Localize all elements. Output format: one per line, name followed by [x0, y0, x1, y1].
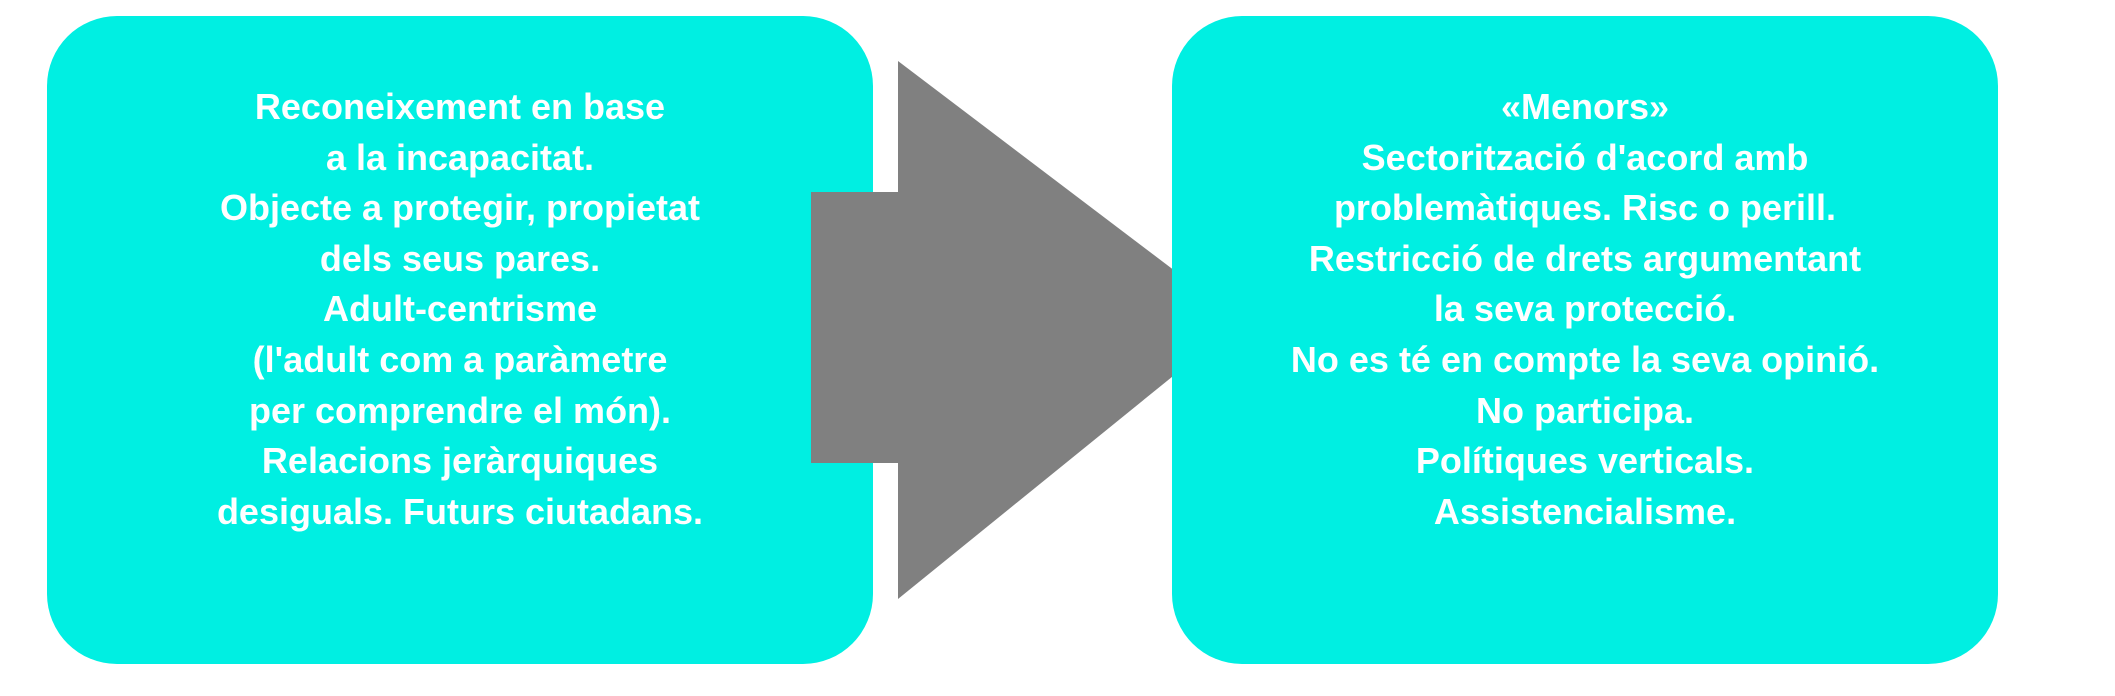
text-line: Assistencialisme.	[1433, 490, 1737, 532]
text-line: «Menors»	[1500, 86, 1670, 127]
text-line: desiguals. Futurs ciutadans.	[216, 490, 704, 532]
right-box-text: «Menors» Sectorització d'acord amb probl…	[1172, 82, 1998, 537]
text-line: No participa.	[1475, 389, 1695, 431]
text-line: Polítiques verticals.	[1415, 440, 1755, 482]
text-line: la seva protecció.	[1433, 288, 1737, 330]
text-line: Sectorització d'acord amb	[1361, 136, 1809, 178]
text-line: Adult-centrisme	[322, 288, 598, 330]
text-line: Objecte a protegir, propietat	[219, 187, 701, 229]
text-line: problemàtiques. Risc o perill.	[1333, 187, 1837, 229]
text-line: Relacions jeràrquiques	[261, 440, 659, 482]
right-box: «Menors» Sectorització d'acord amb probl…	[1172, 16, 1998, 664]
text-line: No es té en compte la seva opinió.	[1290, 338, 1880, 380]
text-line: a la incapacitat.	[325, 136, 595, 178]
arrow-shaft	[811, 192, 901, 463]
text-line: per comprendre el món).	[248, 389, 672, 431]
text-line: Restricció de drets argumentant	[1308, 237, 1862, 279]
left-box-text: Reconeixement en base a la incapacitat. …	[47, 82, 873, 537]
arrow-head	[898, 61, 1241, 599]
left-box: Reconeixement en base a la incapacitat. …	[47, 16, 873, 664]
text-line: Reconeixement en base	[254, 86, 666, 127]
text-line: (l'adult com a paràmetre	[252, 338, 668, 380]
text-line: dels seus pares.	[319, 237, 601, 279]
